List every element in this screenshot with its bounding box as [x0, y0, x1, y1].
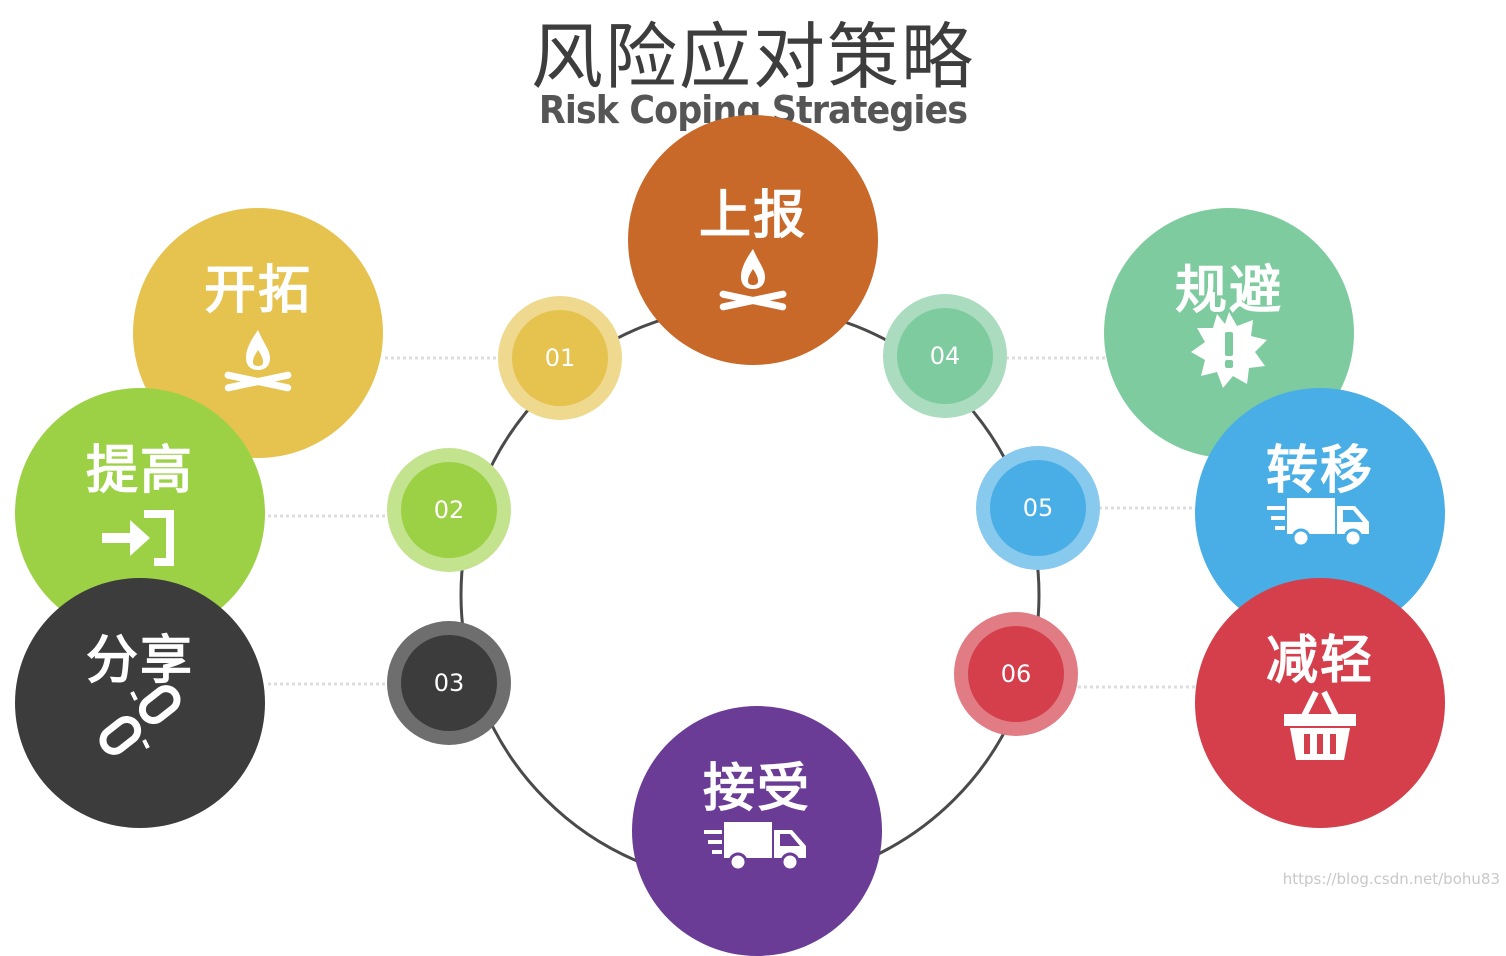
delivery-truck-icon	[1265, 494, 1375, 554]
node-number: 01	[512, 310, 608, 406]
page-title: 风险应对策略	[530, 15, 975, 99]
strategy-label: 开拓	[203, 261, 312, 321]
node-number: 05	[990, 460, 1086, 556]
strategy-shangbao: 上报	[628, 115, 878, 365]
node-02: 02	[387, 448, 511, 572]
strategy-label: 接受	[702, 759, 811, 819]
node-06: 06	[954, 612, 1078, 736]
strategy-label: 提高	[85, 441, 194, 501]
delivery-truck-icon	[702, 818, 812, 878]
node-number: 06	[968, 626, 1064, 722]
alert-burst-icon	[1189, 310, 1269, 394]
strategy-label: 分享	[85, 631, 194, 691]
node-01: 01	[498, 296, 622, 420]
basket-icon	[1280, 686, 1360, 766]
node-number: 03	[401, 635, 497, 731]
diagram: 风险应对策略 Risk Coping Strategies 开拓 提高	[15, 15, 1500, 956]
node-03: 03	[387, 621, 511, 745]
node-number: 02	[401, 462, 497, 558]
watermark: https://blog.csdn.net/bohu83	[1282, 870, 1500, 888]
node-05: 05	[976, 446, 1100, 570]
strategy-label: 转移	[1265, 441, 1374, 501]
campfire-icon	[218, 326, 298, 400]
sign-in-icon	[100, 506, 180, 574]
strategy-fenxiang: 分享	[15, 578, 265, 828]
campfire-icon	[713, 245, 793, 319]
strategy-jianqing: 减轻	[1195, 578, 1445, 828]
node-number: 04	[897, 308, 993, 404]
strategy-label: 减轻	[1265, 631, 1374, 691]
strategy-jieshou: 接受	[632, 706, 882, 956]
strategy-label: 上报	[698, 186, 807, 246]
node-04: 04	[883, 294, 1007, 418]
strategy-label: 规避	[1174, 261, 1283, 321]
broken-link-icon	[92, 682, 188, 762]
